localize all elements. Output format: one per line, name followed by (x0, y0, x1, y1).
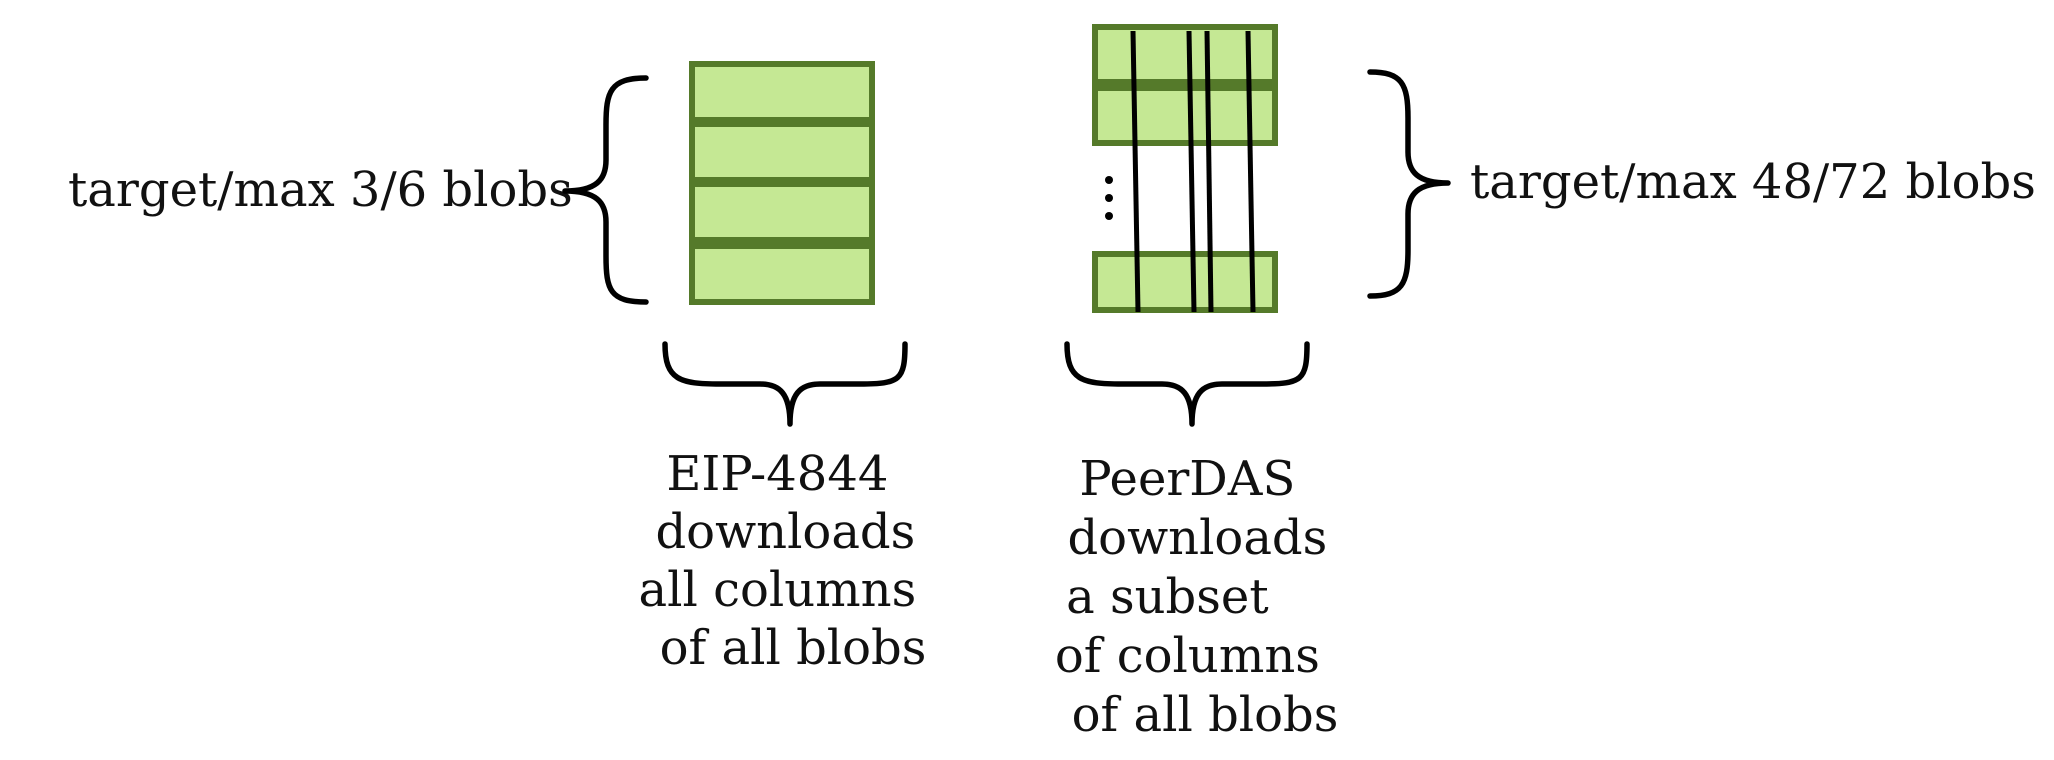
peerdas-bottom-brace (1064, 341, 1310, 427)
eip4844-capacity-label: target/max 3/6 blobs (68, 162, 573, 218)
peerdas-blob-row (1092, 251, 1278, 313)
peerdas-caption-line: PeerDAS (1079, 451, 1295, 507)
peerdas-blob-row (1092, 85, 1278, 146)
eip4844-caption: EIP-4844 downloads all columns of all bl… (639, 446, 932, 676)
peerdas-caption-line: of all blobs (1072, 687, 1339, 743)
peerdas-caption-line: a subset (1066, 569, 1268, 625)
sampled-column-line (1245, 30, 1256, 313)
peerdas-blob-row (1092, 24, 1278, 85)
eip4844-left-brace (562, 75, 649, 305)
eip4844-caption-line: downloads (655, 504, 915, 560)
eip4844-caption-line: of all blobs (660, 620, 927, 676)
peerdas-caption: PeerDAS downloads a subset of columns of… (1055, 451, 1343, 743)
ellipsis-dot (1105, 176, 1113, 184)
eip4844-bottom-brace (662, 341, 908, 427)
peerdas-capacity-label: target/max 48/72 blobs (1470, 154, 2036, 210)
eip4844-blob-row (689, 61, 875, 123)
eip4844-caption-line: all columns (639, 562, 917, 618)
eip4844-blob-row (689, 181, 875, 243)
eip4844-caption-line: EIP-4844 (666, 446, 888, 502)
eip4844-blob-stack (689, 61, 875, 305)
peerdas-ellipsis (1105, 176, 1113, 220)
ellipsis-dot (1105, 194, 1113, 202)
eip4844-group: target/max 3/6 blobs EIP-4844 downloads … (68, 61, 932, 676)
peerdas-caption-line: downloads (1067, 510, 1327, 566)
ellipsis-dot (1105, 212, 1113, 220)
sampled-column-line (1186, 30, 1197, 313)
peerdas-group: target/max 48/72 blobs PeerDAS downloads… (1055, 24, 2036, 743)
peerdas-right-brace (1367, 69, 1451, 299)
peerdas-blob-stack (1092, 24, 1278, 313)
sampled-column-line (1130, 30, 1141, 313)
eip4844-blob-row (689, 121, 875, 183)
sampled-column-line (1204, 30, 1214, 313)
eip4844-blob-row (689, 243, 875, 305)
peerdas-caption-line: of columns (1055, 628, 1320, 684)
